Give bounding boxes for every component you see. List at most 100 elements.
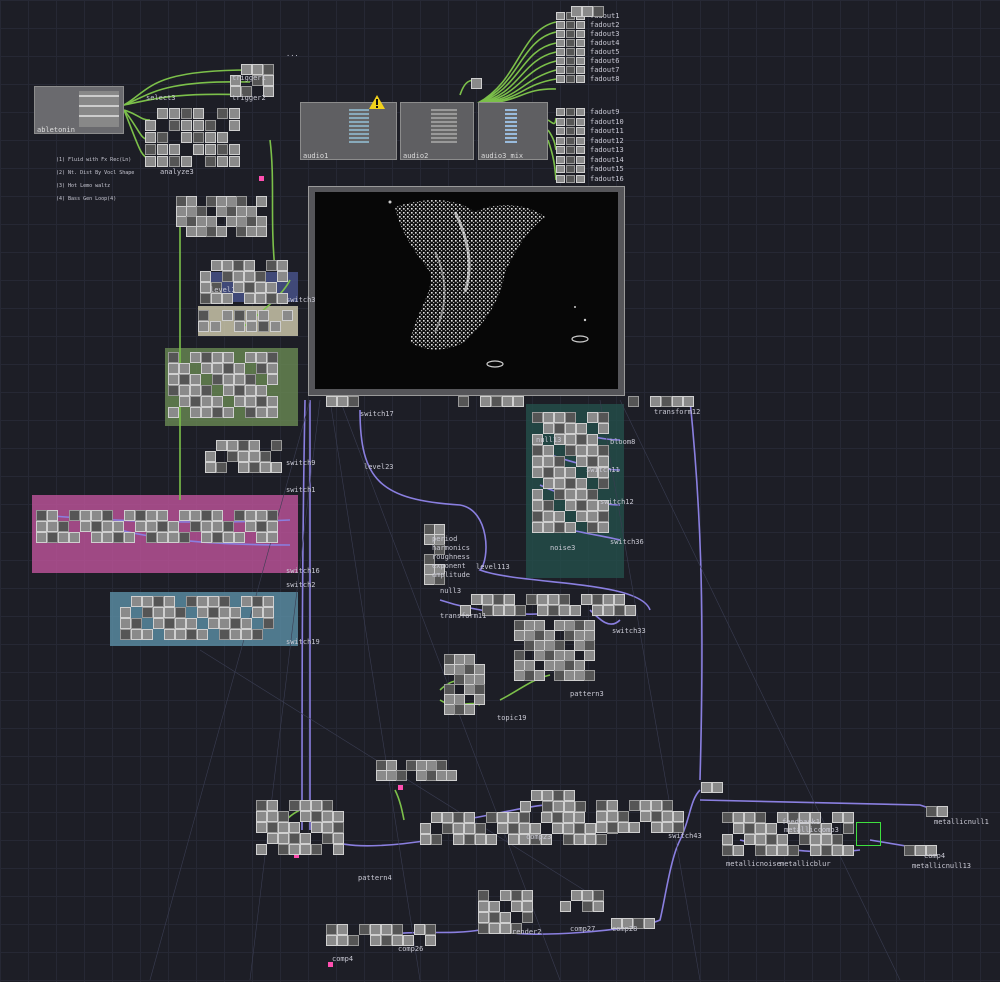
- operator-node[interactable]: [222, 271, 233, 282]
- operator-node[interactable]: [810, 834, 821, 845]
- operator-node[interactable]: [271, 440, 282, 451]
- operator-node[interactable]: [168, 352, 179, 363]
- operator-node[interactable]: [420, 834, 431, 845]
- operator-node[interactable]: [244, 293, 255, 304]
- operator-node[interactable]: [252, 596, 263, 607]
- operator-node[interactable]: [543, 456, 554, 467]
- operator-node[interactable]: [464, 704, 475, 715]
- operator-node[interactable]: [256, 532, 267, 543]
- operator-node[interactable]: [146, 532, 157, 543]
- operator-node[interactable]: [229, 108, 240, 119]
- operator-node[interactable]: [256, 510, 267, 521]
- operator-node[interactable]: [267, 374, 278, 385]
- operator-node[interactable]: [333, 822, 344, 833]
- operator-node[interactable]: [755, 845, 766, 856]
- operator-node[interactable]: [598, 456, 609, 467]
- operator-node[interactable]: [181, 156, 192, 167]
- operator-node[interactable]: [832, 845, 843, 856]
- operator-node[interactable]: [337, 396, 348, 407]
- operator-node[interactable]: [392, 924, 403, 935]
- operator-node[interactable]: [598, 522, 609, 533]
- operator-node[interactable]: [36, 532, 47, 543]
- operator-node[interactable]: [799, 834, 810, 845]
- operator-node[interactable]: [532, 467, 543, 478]
- operator-node[interactable]: [508, 823, 519, 834]
- operator-node[interactable]: [582, 901, 593, 912]
- operator-node[interactable]: [722, 845, 733, 856]
- operator-node[interactable]: [821, 845, 832, 856]
- operator-node[interactable]: [587, 511, 598, 522]
- operator-node[interactable]: [629, 822, 640, 833]
- operator-node[interactable]: [233, 271, 244, 282]
- operator-node[interactable]: [592, 605, 603, 616]
- operator-node[interactable]: [229, 144, 240, 155]
- operator-node[interactable]: [311, 811, 322, 822]
- fadout-node[interactable]: [556, 21, 565, 29]
- operator-node[interactable]: [36, 521, 47, 532]
- fadout-node[interactable]: [566, 108, 575, 116]
- operator-node[interactable]: [267, 521, 278, 532]
- operator-node[interactable]: [278, 822, 289, 833]
- operator-node[interactable]: [554, 489, 565, 500]
- operator-node[interactable]: [47, 521, 58, 532]
- operator-node[interactable]: [587, 467, 598, 478]
- operator-node[interactable]: [526, 594, 537, 605]
- operator-node[interactable]: [212, 407, 223, 418]
- operator-node[interactable]: [102, 521, 113, 532]
- operator-node[interactable]: [234, 532, 245, 543]
- operator-node[interactable]: [582, 6, 593, 17]
- operator-node[interactable]: [91, 532, 102, 543]
- operator-node[interactable]: [531, 790, 542, 801]
- operator-node[interactable]: [565, 412, 576, 423]
- operator-node[interactable]: [559, 605, 570, 616]
- operator-node[interactable]: [168, 521, 179, 532]
- operator-node[interactable]: [532, 522, 543, 533]
- operator-node[interactable]: [219, 607, 230, 618]
- operator-node[interactable]: [227, 440, 238, 451]
- operator-node[interactable]: [229, 120, 240, 131]
- operator-node[interactable]: [69, 532, 80, 543]
- operator-node[interactable]: [565, 500, 576, 511]
- operator-node[interactable]: [543, 500, 554, 511]
- operator-node[interactable]: [489, 912, 500, 923]
- fadout-node[interactable]: [576, 39, 585, 47]
- operator-node[interactable]: [256, 521, 267, 532]
- operator-node[interactable]: [212, 363, 223, 374]
- operator-node[interactable]: [131, 629, 142, 640]
- operator-node[interactable]: [370, 935, 381, 946]
- operator-node[interactable]: [120, 629, 131, 640]
- operator-node[interactable]: [701, 782, 712, 793]
- operator-node[interactable]: [168, 407, 179, 418]
- operator-node[interactable]: [179, 363, 190, 374]
- fadout-node[interactable]: [556, 12, 565, 20]
- operator-node[interactable]: [683, 396, 694, 407]
- main-viewer-panel[interactable]: [308, 186, 625, 396]
- operator-node[interactable]: [212, 521, 223, 532]
- operator-node[interactable]: [650, 396, 661, 407]
- operator-node[interactable]: [113, 532, 124, 543]
- operator-node[interactable]: [190, 510, 201, 521]
- operator-node[interactable]: [453, 812, 464, 823]
- operator-node[interactable]: [249, 440, 260, 451]
- operator-node[interactable]: [520, 801, 531, 812]
- operator-node[interactable]: [628, 396, 639, 407]
- operator-node[interactable]: [543, 412, 554, 423]
- operator-node[interactable]: [543, 423, 554, 434]
- operator-node[interactable]: [113, 521, 124, 532]
- operator-node[interactable]: [500, 890, 511, 901]
- operator-node[interactable]: [755, 812, 766, 823]
- operator-node[interactable]: [241, 629, 252, 640]
- fadout-node[interactable]: [566, 136, 575, 145]
- operator-node[interactable]: [157, 132, 168, 143]
- fadout-node[interactable]: [556, 165, 565, 173]
- operator-node[interactable]: [217, 156, 228, 167]
- operator-node[interactable]: [124, 510, 135, 521]
- fadout-node[interactable]: [566, 165, 575, 173]
- operator-node[interactable]: [565, 522, 576, 533]
- operator-node[interactable]: [396, 770, 407, 781]
- operator-node[interactable]: [241, 64, 252, 75]
- operator-node[interactable]: [278, 844, 289, 855]
- fadout-node[interactable]: [576, 174, 585, 183]
- operator-node[interactable]: [142, 596, 153, 607]
- operator-node[interactable]: [201, 407, 212, 418]
